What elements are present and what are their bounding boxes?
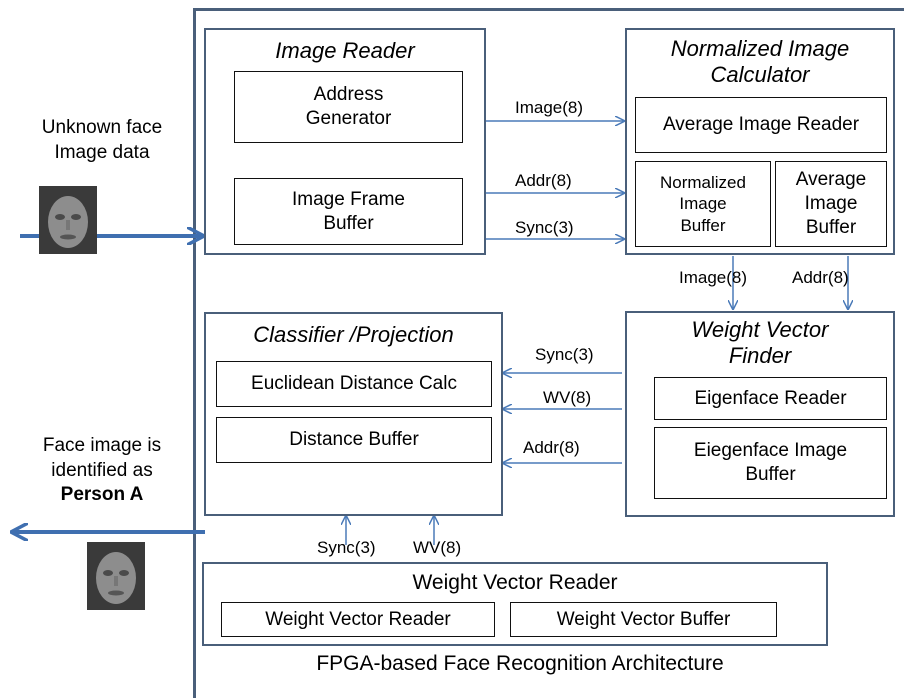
signal-label-wr-wv: WV(8) <box>413 538 462 557</box>
output-face-image <box>87 542 145 610</box>
classifier-projection-block: Classifier /Projection Euclidean Distanc… <box>204 312 503 516</box>
average-image-reader-box: Average Image Reader <box>635 97 887 153</box>
signal-label-ir-sync: Sync(3) <box>515 218 574 237</box>
normalized-image-buffer-box: Normalized Image Buffer <box>635 161 771 247</box>
image-reader-block: Image Reader Address Generator Image Fra… <box>204 28 486 255</box>
classifier-title: Classifier /Projection <box>253 322 454 347</box>
weight-vector-reader-title: Weight Vector Reader <box>412 571 618 594</box>
distance-buffer-box: Distance Buffer <box>216 417 492 463</box>
diagram-caption: FPGA-based Face Recognition Architecture <box>316 652 724 675</box>
output-label: Face image is identified as Person A <box>42 435 162 506</box>
normalized-calculator-title: Normalized Image Calculator <box>670 36 850 88</box>
input-face-image <box>39 186 97 254</box>
eigenface-reader-box: Eigenface Reader <box>654 377 887 420</box>
weight-vector-reader-block: Weight Vector Reader Weight Vector Reade… <box>202 562 828 646</box>
eigenface-image-buffer-box: Eiegenface Image Buffer <box>654 427 887 499</box>
signal-label-ir-addr: Addr(8) <box>515 171 572 190</box>
signal-label-ir-image: Image(8) <box>515 98 584 117</box>
weight-vector-finder-block: Weight Vector Finder Eigenface Reader Ei… <box>625 311 895 517</box>
address-generator-box: Address Generator <box>234 71 463 143</box>
signal-label-nc-image: Image(8) <box>679 268 748 287</box>
weight-vector-finder-title: Weight Vector Finder <box>691 317 829 369</box>
signal-label-nc-addr: Addr(8) <box>792 268 849 287</box>
weight-vector-reader-box: Weight Vector Reader <box>221 602 495 637</box>
connection-arrows <box>0 0 904 545</box>
normalized-image-calculator-block: Normalized Image Calculator Average Imag… <box>625 28 895 255</box>
average-image-buffer-box: Average Image Buffer <box>775 161 887 247</box>
input-label: Unknown face Image data <box>41 117 163 163</box>
image-reader-title: Image Reader <box>275 38 415 63</box>
weight-vector-buffer-box: Weight Vector Buffer <box>510 602 777 637</box>
signal-label-wr-sync: Sync(3) <box>317 538 376 557</box>
image-frame-buffer-box: Image Frame Buffer <box>234 178 463 245</box>
signal-label-wf-sync: Sync(3) <box>535 345 594 364</box>
fpga-boundary <box>193 8 904 698</box>
signal-label-wf-addr: Addr(8) <box>523 438 580 457</box>
signal-label-wf-wv: WV(8) <box>543 388 592 407</box>
euclidean-distance-box: Euclidean Distance Calc <box>216 361 492 407</box>
